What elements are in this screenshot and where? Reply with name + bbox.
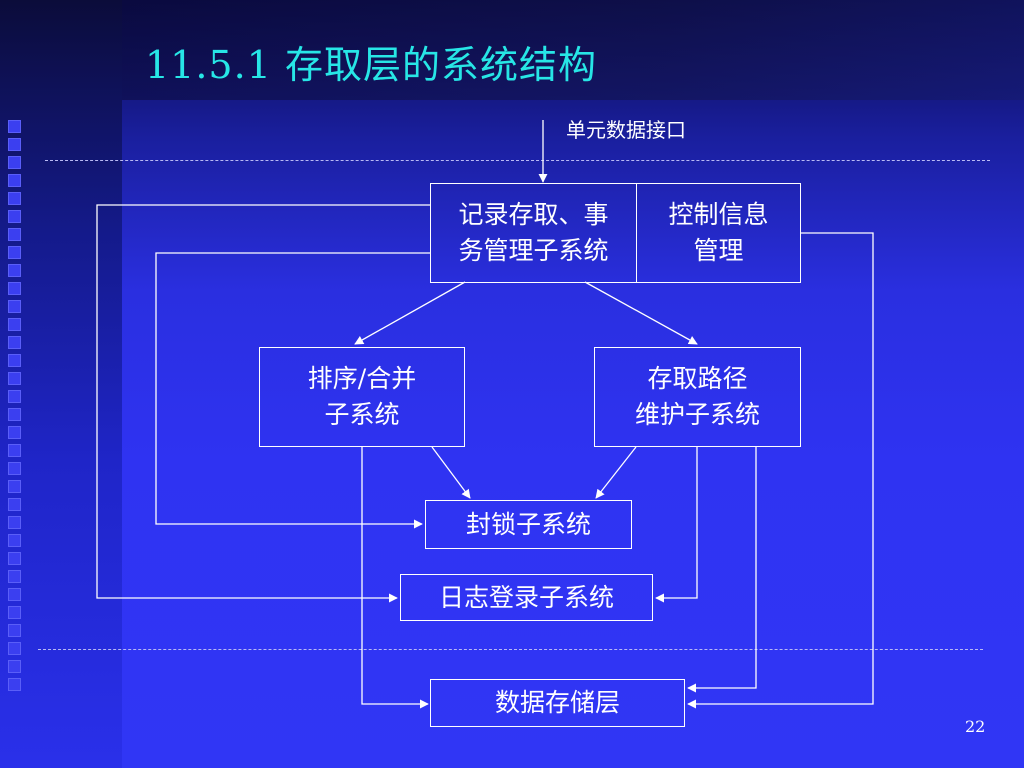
left-decoration-strip <box>0 0 122 768</box>
lock-box: 封锁子系统 <box>425 500 632 549</box>
interface-label: 单元数据接口 <box>566 118 686 142</box>
arrow-control-to-storage <box>687 232 874 709</box>
control-info-box: 控制信息 管理 <box>636 183 801 283</box>
arrow-sort-to-storage <box>361 447 429 709</box>
arrow-path-to-storage <box>687 447 757 693</box>
arrow-to-sort-merge <box>354 281 466 345</box>
arrow-to-access-path <box>584 281 698 345</box>
sort-merge-box: 排序/合并 子系统 <box>259 347 465 447</box>
title-band <box>122 0 1024 100</box>
decorative-squares <box>8 120 28 696</box>
access-path-box: 存取路径 维护子系统 <box>594 347 801 447</box>
arrow-record-to-lock <box>155 252 430 529</box>
log-box: 日志登录子系统 <box>400 574 653 621</box>
arrow-record-to-log <box>96 204 430 603</box>
upper-dashed-divider <box>45 160 990 161</box>
slide-title: 11.5.1 存取层的系统结构 <box>145 43 597 87</box>
arrow-sort-to-lock <box>431 446 471 499</box>
record-access-box: 记录存取、事 务管理子系统 <box>430 183 637 283</box>
arrow-path-to-lock <box>595 446 637 499</box>
storage-box: 数据存储层 <box>430 679 685 727</box>
arrow-path-to-log <box>655 447 698 603</box>
lower-dashed-divider <box>38 649 983 650</box>
page-number: 22 <box>965 717 986 736</box>
